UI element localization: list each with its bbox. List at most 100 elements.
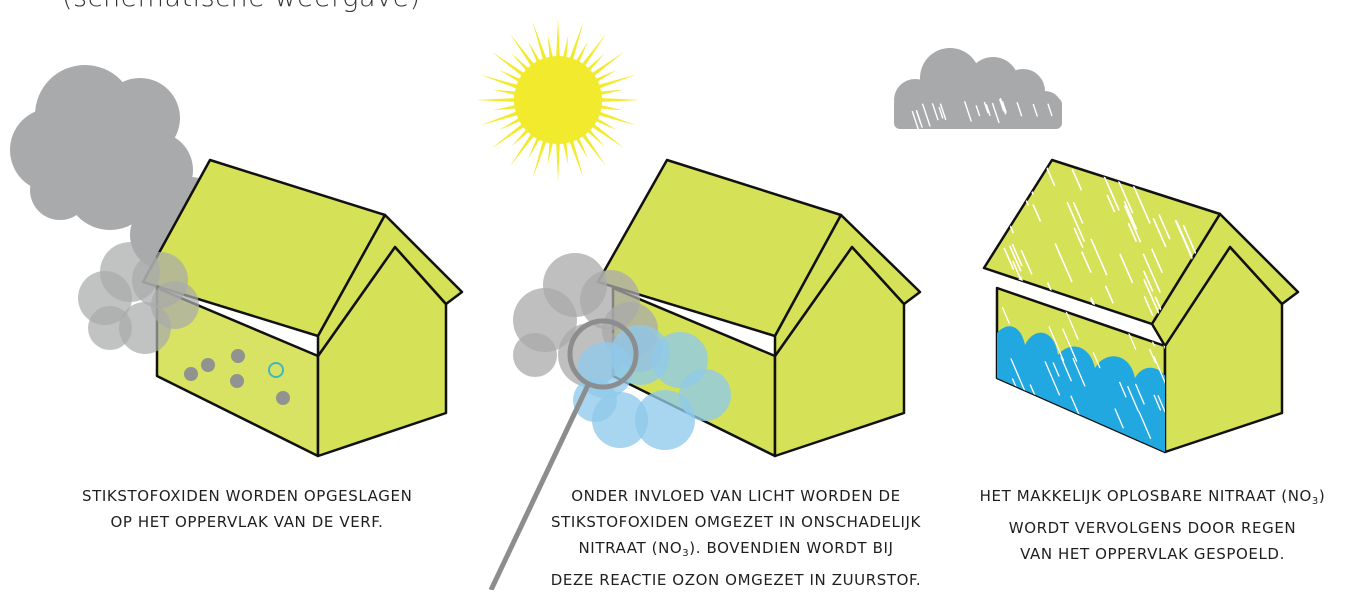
- rain-streak: [1062, 328, 1078, 362]
- rain-streak: [1016, 102, 1023, 117]
- cloud-rain-streaks: [911, 97, 1053, 135]
- rain-streak: [1172, 160, 1189, 191]
- rain-streak: [999, 97, 1007, 115]
- rain-streak: [1072, 357, 1086, 387]
- rain-streak: [1138, 411, 1152, 439]
- house-1: [141, 158, 464, 458]
- sun-ray: [593, 109, 636, 126]
- rain-streak: [1000, 386, 1013, 414]
- rain-streak: [921, 103, 931, 127]
- caption-line: VAN HET OPPERVLAK GESPOELD.: [1020, 545, 1285, 563]
- sun-ray: [578, 33, 607, 71]
- panel-1: [10, 65, 464, 458]
- rain-streak: [1044, 361, 1061, 396]
- rain-streak: [991, 102, 1000, 124]
- caption-line: ONDER INVLOED VAN LICHT WORDEN DE: [571, 487, 901, 505]
- rain-streak: [1127, 331, 1137, 350]
- rain-streak: [1174, 219, 1194, 261]
- rain-streak: [938, 106, 944, 119]
- rain-streak: [1118, 381, 1127, 398]
- rain-streak: [1142, 253, 1161, 293]
- panel-2: [476, 18, 922, 590]
- rain-streak: [1152, 217, 1167, 248]
- sun-ray: [492, 89, 521, 97]
- sun-ray: [561, 34, 569, 63]
- sun-ray: [555, 137, 561, 182]
- rain-streak: [983, 101, 989, 114]
- rain-streak: [911, 110, 921, 135]
- rain-streak: [1081, 251, 1092, 273]
- caption-line: STIKSTOFOXIDEN OMGEZET IN ONSCHADELIJK: [550, 513, 921, 531]
- sun-ray: [587, 120, 625, 149]
- rain-streak: [1106, 181, 1116, 201]
- rain-streak: [1182, 224, 1197, 255]
- caption-line: NITRAAT (NO3). BOVENDIEN WORDT BIJ: [540, 535, 932, 567]
- rain-streak: [1009, 245, 1022, 272]
- caption-text: NITRAAT (NO: [578, 539, 683, 557]
- rain-streak: [1090, 238, 1108, 276]
- rain-streak: [1001, 100, 1007, 113]
- sun-ray: [532, 135, 549, 178]
- house-2-roof-edge: [773, 213, 922, 358]
- subscript: 3: [1311, 496, 1319, 507]
- rain-streak: [998, 98, 1005, 112]
- caption-line: HET MAKKELIJK OPLOSBARE NITRAAT (NO3): [955, 483, 1350, 515]
- sun-ray: [578, 129, 607, 167]
- nox-particles: [184, 349, 290, 405]
- sun-ray: [595, 89, 624, 97]
- caption-panel-1: STIKSTOFOXIDEN WORDEN OPGESLAGEN OP HET …: [82, 483, 412, 535]
- rain-streak: [963, 101, 972, 122]
- sun-ray: [567, 135, 584, 178]
- rain-streak: [1071, 168, 1083, 191]
- rain-streak: [1048, 326, 1065, 362]
- caption-line: STIKSTOFOXIDEN WORDEN OPGESLAGEN: [82, 487, 413, 505]
- panel-3: [894, 48, 1300, 454]
- rain-streak: [1153, 394, 1162, 411]
- magnifier: [488, 318, 639, 590]
- sun-ray: [480, 109, 523, 126]
- rain-streak: [975, 105, 981, 117]
- rain-streak: [1127, 160, 1139, 175]
- caption-panel-3: HET MAKKELIJK OPLOSBARE NITRAAT (NO3) WO…: [955, 483, 1350, 567]
- rain-streak: [1073, 227, 1084, 249]
- rain-streak: [1032, 103, 1038, 117]
- rain-streak: [939, 103, 947, 121]
- rain-streak: [1092, 352, 1101, 369]
- rain-streak: [1143, 296, 1154, 317]
- caption-text: ). BOVENDIEN WORDT BIJ: [689, 539, 894, 557]
- rain-streak: [1058, 422, 1072, 452]
- caption-line: DEZE REACTIE OZON OMGEZET IN ZUURSTOF.: [550, 571, 922, 589]
- rain-streak: [1001, 307, 1011, 325]
- rain-streak: [1123, 205, 1142, 243]
- house-1-roof-edge: [316, 213, 464, 358]
- rain-streak: [1019, 165, 1034, 195]
- rain-streak: [1148, 348, 1157, 364]
- rain-streak: [1157, 395, 1165, 413]
- sun-ray: [492, 103, 521, 111]
- rain-streak: [1104, 285, 1114, 304]
- rain-streak: [1127, 385, 1140, 412]
- sun-ray: [491, 51, 529, 80]
- rain-streak: [1054, 243, 1073, 283]
- rain-streak: [1003, 176, 1016, 202]
- sun-ray: [509, 129, 538, 167]
- rain-streak: [1003, 247, 1015, 270]
- rain-streak: [1127, 222, 1138, 243]
- sun-ray: [561, 137, 569, 166]
- rain-streak: [1142, 270, 1154, 292]
- rain-streak: [1047, 103, 1053, 117]
- rain-streak: [1153, 355, 1165, 387]
- sun-ray: [509, 33, 538, 71]
- rain-streak: [1032, 204, 1042, 222]
- rain-streak: [1178, 160, 1189, 180]
- caption-text: HET MAKKELIJK OPLOSBARE NITRAAT (NO: [979, 487, 1312, 505]
- rain-streak: [1008, 160, 1019, 177]
- rain-streak: [1106, 194, 1116, 213]
- rain-streak: [1143, 278, 1162, 318]
- rain-streak: [1011, 243, 1023, 267]
- rain-streak: [1119, 253, 1134, 284]
- sun-ray: [476, 97, 521, 103]
- sun-ray: [595, 103, 624, 111]
- caption-line: OP HET OPPERVLAK VAN DE VERF.: [110, 513, 384, 531]
